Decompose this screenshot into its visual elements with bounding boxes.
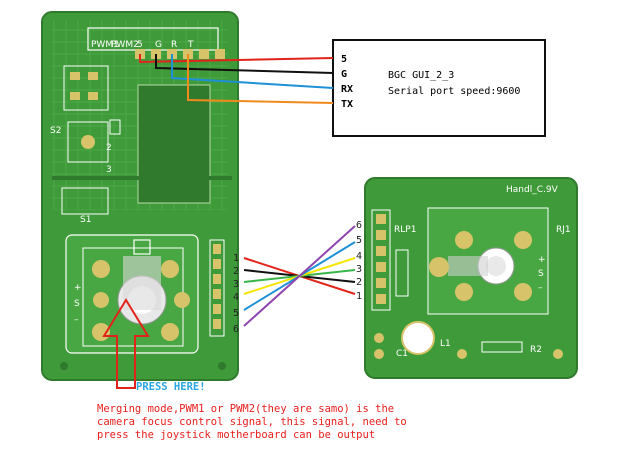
label-rj1: RJ1 bbox=[556, 225, 571, 235]
left-pin-2: 2 bbox=[233, 266, 239, 277]
right-pcb: Handl_C.9V RLP1 RJ1 + S – C1 L1 R2 bbox=[364, 177, 578, 379]
label-handl: Handl_C.9V bbox=[506, 185, 559, 195]
serial-pin-tx: TX bbox=[341, 99, 353, 110]
gui-box-title: BGC GUI_2_3 bbox=[388, 70, 454, 81]
left-pin-5: 5 bbox=[233, 308, 239, 319]
press-here-label: PRESS HERE! bbox=[136, 381, 206, 393]
label-2: 2 bbox=[106, 143, 112, 153]
label-s-right: S bbox=[538, 269, 544, 279]
left-pin-1: 1 bbox=[233, 253, 239, 264]
serial-wires bbox=[139, 54, 334, 104]
right-pin-3: 3 bbox=[356, 264, 362, 275]
right-pin-1: 1 bbox=[356, 291, 362, 302]
label-minus-left: – bbox=[74, 315, 79, 325]
label-l1: L1 bbox=[440, 339, 451, 349]
label-s2: S2 bbox=[50, 126, 61, 136]
label-3: 3 bbox=[106, 165, 112, 175]
wire-5-red bbox=[139, 54, 334, 64]
label-plus-left: + bbox=[74, 283, 82, 293]
label-pwm2: PWM2 bbox=[111, 40, 139, 50]
wire-tx-orange bbox=[187, 54, 334, 104]
right-pin-5: 5 bbox=[356, 235, 362, 246]
left-pin-3: 3 bbox=[233, 279, 239, 290]
serial-pin-rx: RX bbox=[341, 84, 353, 95]
label-c1: C1 bbox=[396, 349, 408, 359]
label-s1: S1 bbox=[80, 215, 91, 225]
label-t: T bbox=[187, 40, 194, 50]
left-pin-4: 4 bbox=[233, 292, 239, 303]
serial-pin-g: G bbox=[341, 69, 347, 80]
label-g: G bbox=[155, 40, 162, 50]
wire-6-purple bbox=[243, 225, 356, 327]
label-pwm1: PWM1 bbox=[91, 40, 119, 50]
label-plus-right: + bbox=[538, 255, 546, 265]
wire-rx-blue bbox=[171, 54, 334, 89]
crossing-wires bbox=[243, 225, 356, 327]
label-r: R bbox=[171, 40, 177, 50]
left-pcb: PWM1 PWM2 5 G R T S2 2 3 S1 + bbox=[41, 11, 239, 381]
left-pin-6: 6 bbox=[233, 324, 239, 335]
red-up-arrow bbox=[102, 298, 150, 389]
serial-pin-5: 5 bbox=[341, 54, 347, 65]
gui-box-subtitle: Serial port speed:9600 bbox=[388, 86, 520, 97]
label-5: 5 bbox=[137, 40, 143, 50]
right-pin-6: 6 bbox=[356, 220, 362, 231]
label-r2: R2 bbox=[530, 345, 542, 355]
wire-g-black bbox=[155, 54, 334, 74]
label-s-left: S bbox=[74, 299, 80, 309]
left-connector bbox=[209, 239, 225, 337]
label-rlp1: RLP1 bbox=[394, 225, 416, 235]
gui-box: BGC GUI_2_3 Serial port speed:9600 5 G R… bbox=[332, 39, 546, 137]
label-minus-right: – bbox=[538, 283, 543, 293]
merging-mode-note: Merging mode,PWM1 or PWM2(they are samo)… bbox=[97, 403, 407, 441]
right-pin-4: 4 bbox=[356, 251, 362, 262]
right-pin-2: 2 bbox=[356, 277, 362, 288]
